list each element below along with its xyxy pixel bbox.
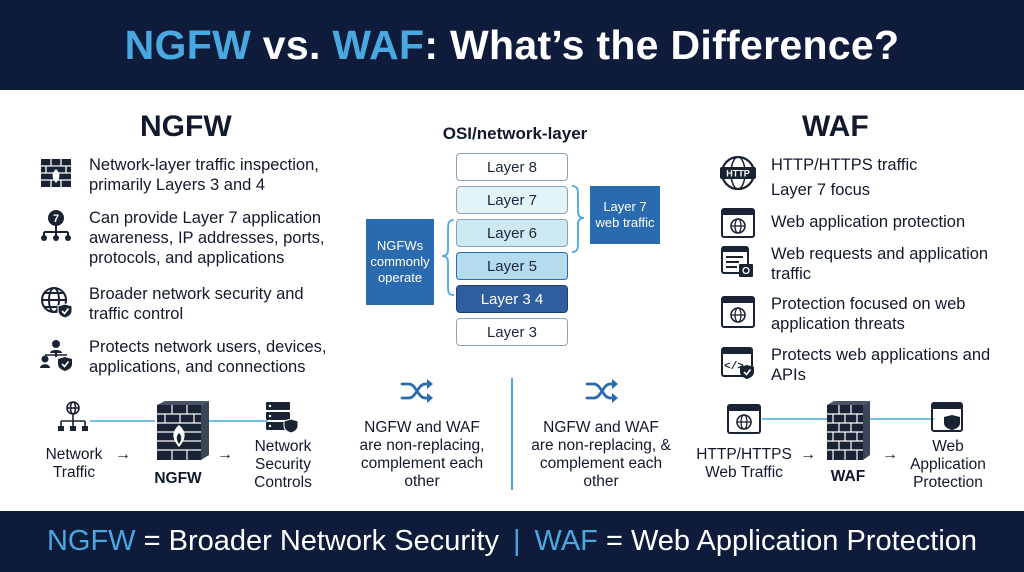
firewall-wall-icon	[157, 401, 209, 460]
shuffle-icon	[585, 379, 618, 403]
app-shield-icon	[931, 402, 963, 432]
shuffle-icon	[400, 379, 433, 403]
header-banner: NGFW vs. WAF: What’s the Difference?	[0, 0, 1024, 90]
ngfw-feature-inspection: Network-layer traffic inspection, primar…	[38, 155, 339, 195]
footer-ngfw-summary: NGFW = Broader Network Security	[46, 525, 499, 557]
globe-shield-icon	[38, 284, 74, 320]
svg-text:</>: </>	[724, 361, 744, 373]
footer-separator: |	[513, 525, 521, 557]
ngfw-feature-layer7: 7 Can provide Layer 7 application awaren…	[38, 208, 339, 268]
waf-flow-device: WAF	[830, 468, 866, 485]
waf-feature-http: HTTP HTTP/HTTPS traffic Layer 7 focus	[720, 155, 1001, 200]
osi-layer-5: Layer 5	[456, 252, 568, 280]
arrow-icon: →	[800, 446, 816, 463]
http-icon: HTTP	[720, 155, 756, 191]
waf-feature-requests: Web requests and application traffic	[720, 244, 1001, 284]
osi-layer-6: Layer 6	[456, 219, 568, 247]
waf-feature-text: HTTP/HTTPS traffic	[771, 156, 918, 174]
svg-text:7: 7	[53, 213, 59, 225]
ngfw-feature-text: Protects network users, devices, applica…	[89, 338, 327, 376]
waf-layer7-box: Layer 7 web traffic	[590, 186, 660, 244]
ngfw-feature-text: Network-layer traffic inspection, primar…	[89, 156, 319, 194]
waf-flow-target: Web Application Protection	[910, 438, 986, 491]
waf-feature-subtext: Layer 7 focus	[771, 181, 871, 199]
footer-waf-summary: WAF = Web Application Protection	[534, 525, 978, 557]
svg-text:HTTP: HTTP	[726, 169, 750, 179]
server-shield-icon	[266, 402, 299, 434]
osi-layer-3-4: Layer 3 4	[456, 285, 568, 313]
ngfw-operate-box: NGFWs commonly operate	[366, 219, 434, 305]
arrow-icon: →	[115, 446, 131, 463]
waf-flow-graphics	[727, 401, 963, 460]
web-threat-window-icon	[720, 294, 756, 330]
waf-title: WAF	[802, 110, 869, 143]
waf-feature-text: Web application protection	[771, 213, 966, 231]
ngfw-title: NGFW	[140, 110, 232, 143]
ngfw-feature-protects: Protects network users, devices, applica…	[38, 337, 339, 377]
waf-feature-text: Protects web applications and APIs	[771, 346, 991, 384]
arrow-icon: →	[882, 446, 898, 463]
osi-braces	[441, 185, 585, 296]
page-title: NGFW vs. WAF: What’s the Difference?	[124, 21, 900, 68]
users-shield-icon	[38, 337, 74, 373]
ngfw-feature-text: Can provide Layer 7 application awarenes…	[89, 209, 325, 267]
footer-banner: NGFW = Broader Network Security | WAF = …	[0, 511, 1024, 572]
ngfw-flow-source: Network Traffic	[45, 446, 103, 481]
web-browser-globe-icon	[727, 404, 761, 434]
waf-feature-threats: Protection focused on web application th…	[720, 294, 1001, 334]
web-window-globe-icon	[720, 205, 756, 241]
code-shield-icon: </>	[720, 345, 756, 381]
ngfw-feature-security: Broader network security and traffic con…	[38, 284, 339, 324]
center-divider	[511, 378, 513, 490]
ngfw-feature-text: Broader network security and traffic con…	[89, 285, 304, 323]
firewall-icon	[38, 155, 74, 191]
complement-text-left: NGFW and WAF are non-replacing, compleme…	[359, 419, 485, 490]
osi-layer-8: Layer 8	[456, 153, 568, 181]
waf-feature-text: Protection focused on web application th…	[771, 295, 966, 333]
layer7-network-icon: 7	[38, 208, 74, 244]
ngfw-flow-graphics	[58, 401, 299, 460]
network-tree-icon	[58, 401, 88, 431]
waf-feature-apis: </> Protects web applications and APIs	[720, 345, 1001, 385]
osi-layer-7: Layer 7	[456, 186, 568, 214]
web-requests-icon	[720, 244, 756, 280]
osi-title: OSI/network-layer	[442, 124, 588, 143]
waf-feature-webapp: Web application protection	[720, 205, 1001, 241]
ngfw-flow-device: NGFW	[154, 470, 202, 487]
complement-text-right: NGFW and WAF are non-replacing, & comple…	[531, 419, 671, 490]
waf-flow-source: HTTP/HTTPS Web Traffic	[696, 446, 792, 481]
ngfw-flow-target: Network Security Controls	[254, 438, 312, 491]
waf-wall-icon	[827, 401, 870, 460]
waf-feature-text: Web requests and application traffic	[771, 245, 989, 283]
osi-layer-3: Layer 3	[456, 318, 568, 346]
arrow-icon: →	[217, 446, 233, 463]
